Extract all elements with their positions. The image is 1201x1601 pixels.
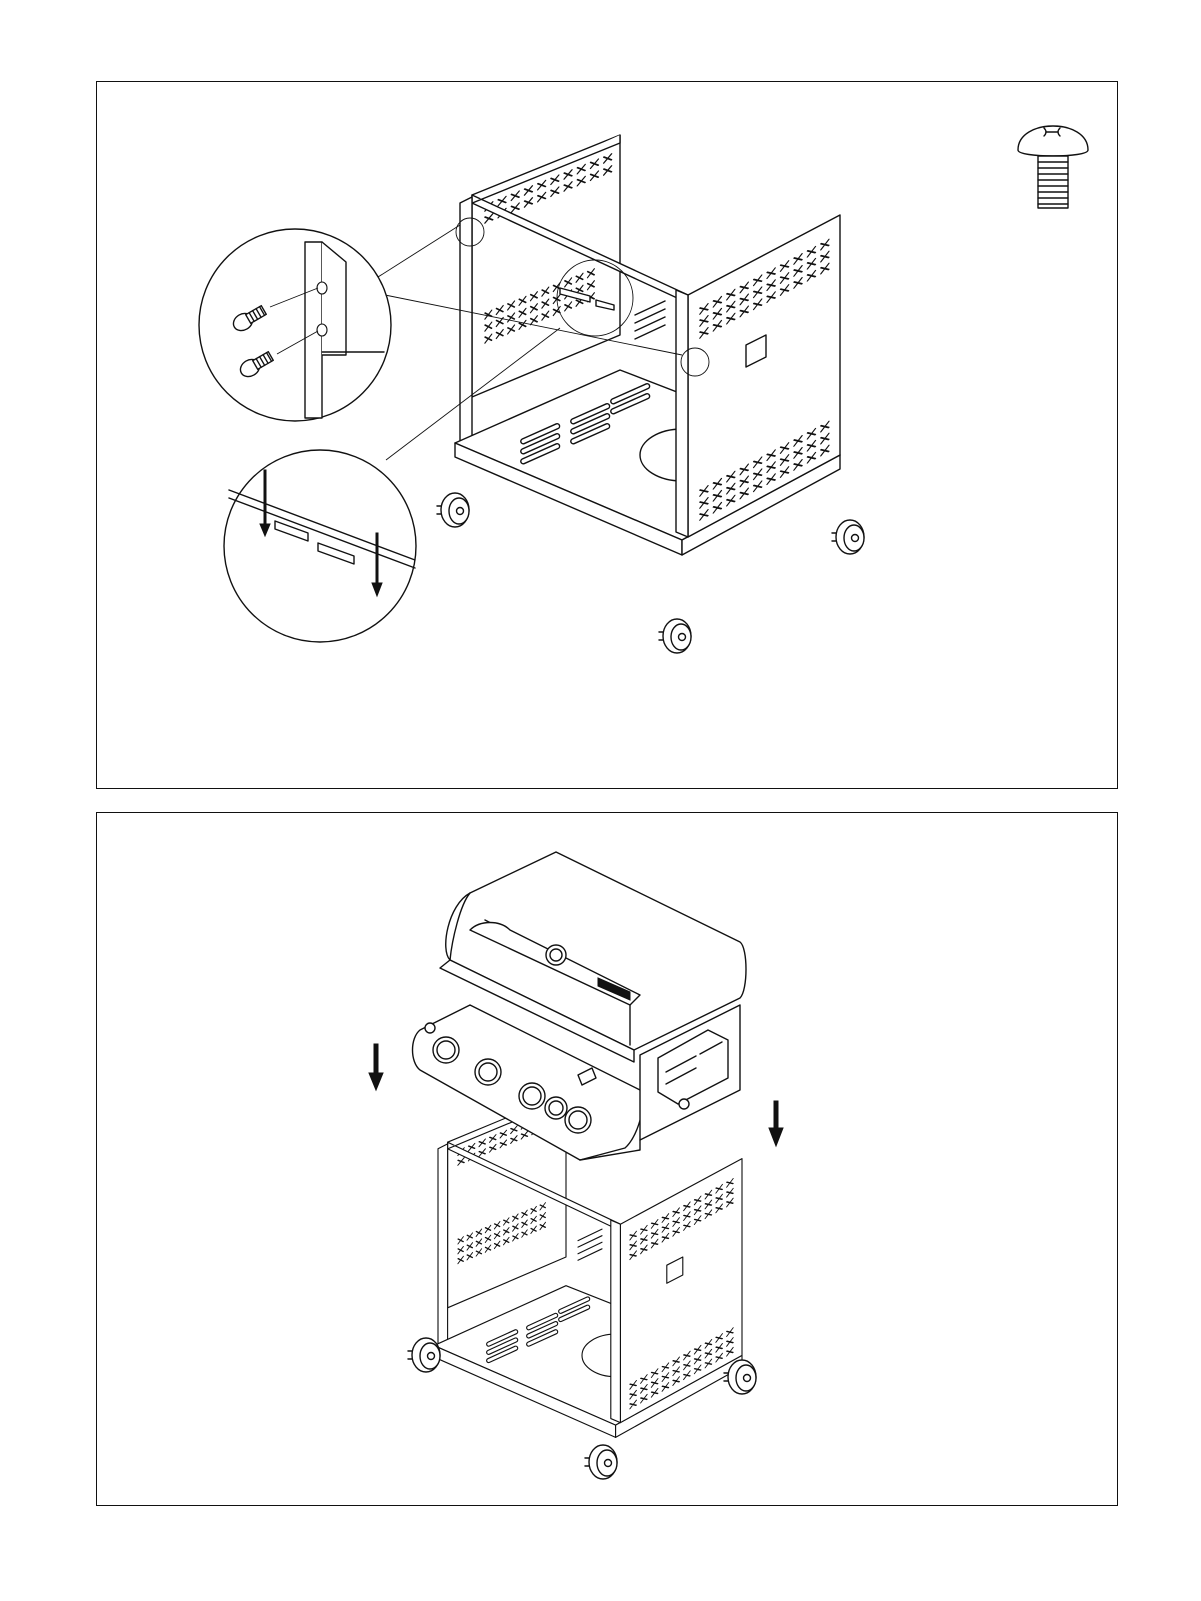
down-arrow-left — [369, 1044, 383, 1090]
grill-head — [413, 852, 747, 1160]
cart-frame-top — [455, 135, 840, 555]
screw-icon — [1018, 126, 1088, 208]
down-arrow-right — [769, 1101, 783, 1146]
